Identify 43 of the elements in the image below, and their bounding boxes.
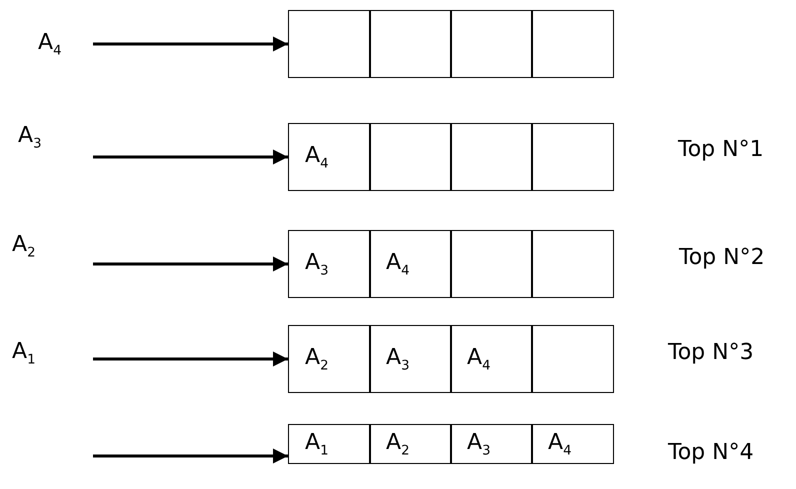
arrow	[93, 352, 288, 366]
register-cell	[288, 325, 370, 393]
input-label: A$_{2}$	[12, 232, 36, 260]
cell-label: A$_{2}$	[305, 344, 328, 374]
cell-label: A$_{1}$	[305, 430, 328, 458]
register-cell	[531, 230, 614, 298]
register-cell	[531, 123, 614, 191]
step-label: Top N°4	[668, 440, 754, 465]
cell-label: A$_{4}$	[467, 344, 490, 374]
register-cell	[450, 230, 532, 298]
register-cell	[450, 10, 532, 78]
cell-label: A$_{4}$	[548, 430, 572, 458]
cell-label: A$_{3}$	[467, 430, 490, 458]
register-cell	[369, 424, 452, 464]
register-cell	[288, 230, 370, 298]
register-cell	[531, 325, 614, 393]
register-cell	[450, 424, 532, 464]
register-cell	[450, 325, 532, 393]
register-cell	[369, 230, 452, 298]
step-label: Top N°3	[668, 340, 754, 365]
register-cell	[369, 325, 452, 393]
cell-label: A$_{4}$	[386, 250, 410, 278]
register-cell	[531, 424, 614, 464]
register-cell	[369, 123, 452, 191]
input-label: A$_{4}$	[38, 30, 62, 58]
arrow	[93, 448, 288, 464]
step-label: Top N°2	[679, 245, 765, 270]
cell-label: A$_{3}$	[386, 344, 410, 374]
register-cell	[450, 123, 532, 191]
arrow	[93, 150, 288, 164]
arrow	[93, 256, 288, 272]
cell-label: A$_{4}$	[305, 142, 328, 172]
register-cell	[531, 10, 614, 78]
register-cell	[288, 10, 370, 78]
input-label: A$_{3}$	[18, 123, 42, 152]
register-cell	[288, 424, 370, 464]
cell-label: A$_{3}$	[305, 250, 328, 278]
input-label: A$_{1}$	[12, 339, 36, 368]
register-cell	[369, 10, 452, 78]
register-cell	[288, 123, 370, 191]
arrow	[93, 36, 288, 52]
cell-label: A$_{2}$	[386, 430, 410, 458]
step-label: Top N°1	[678, 137, 764, 162]
